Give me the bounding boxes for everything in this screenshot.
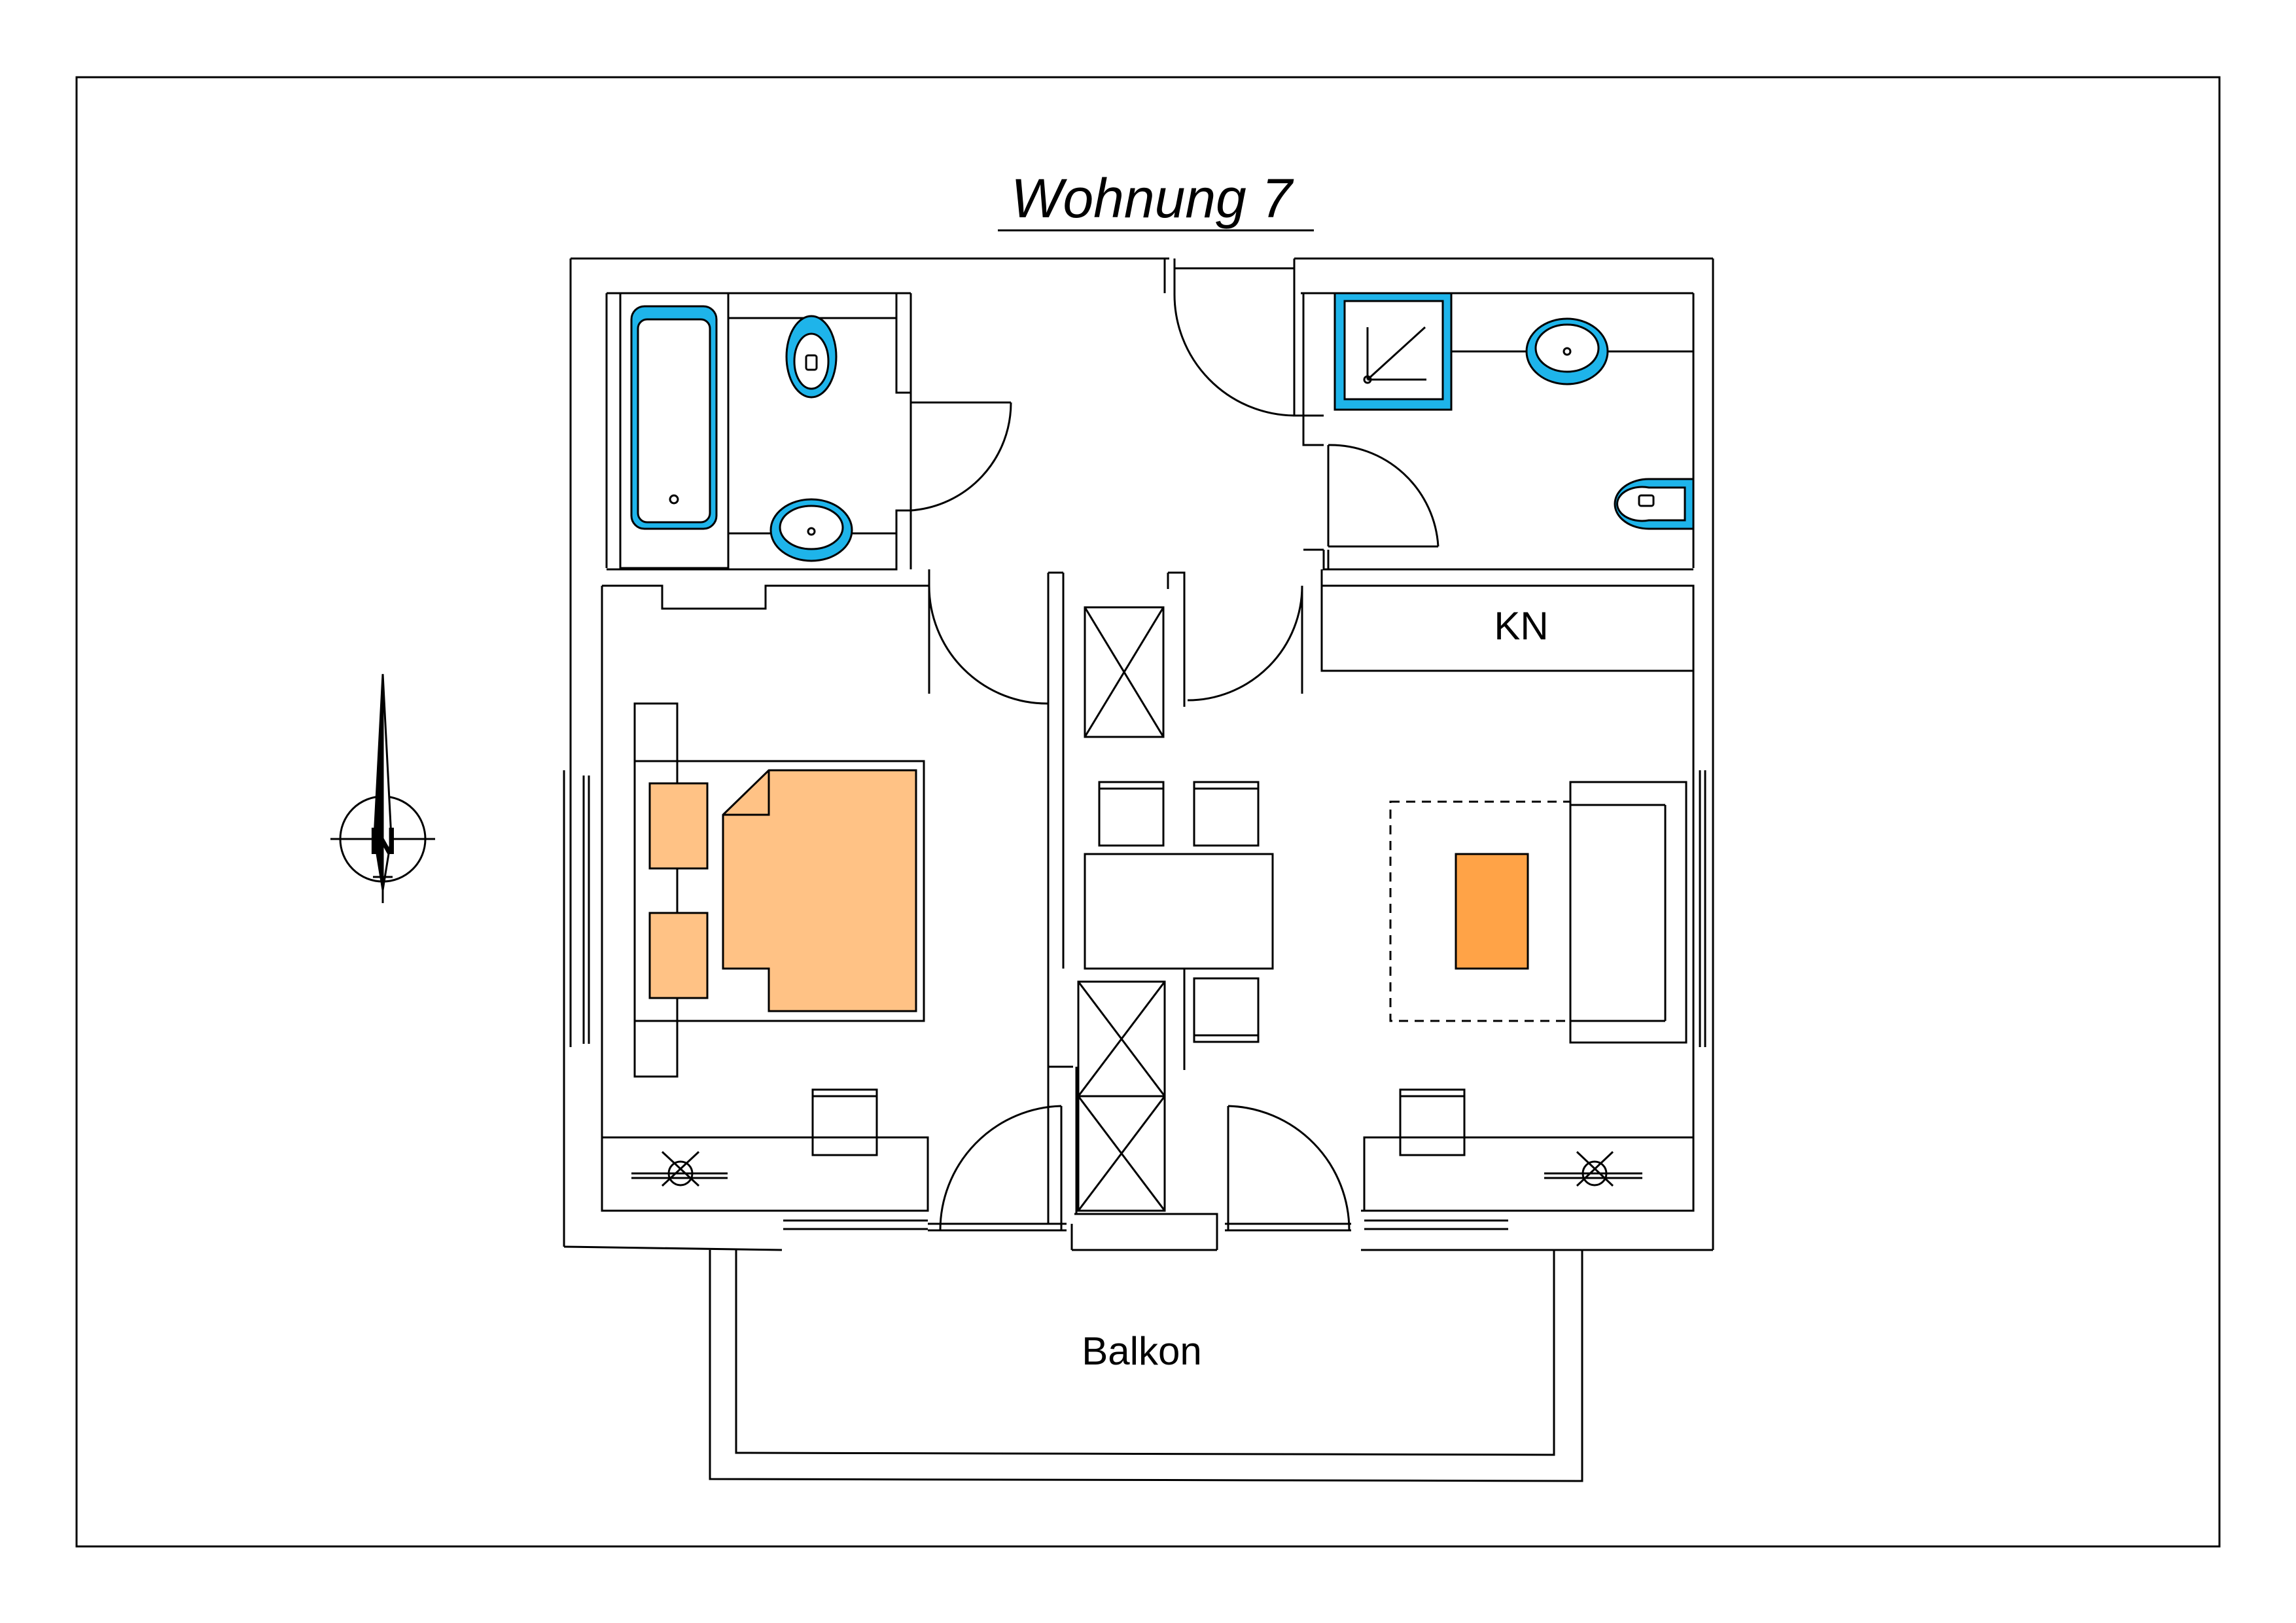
- bed-frame: [633, 760, 925, 1022]
- entrance-door: [1173, 259, 1296, 417]
- storage-label: KN: [1494, 604, 1548, 648]
- sheet-frame: [75, 76, 2221, 1548]
- toilet-icon: [1614, 478, 1695, 530]
- nightstand-bottom: [648, 912, 709, 999]
- outer-walls: [563, 257, 1714, 1251]
- north-arrow-icon: N: [330, 673, 435, 903]
- nightstand-top: [648, 782, 709, 870]
- dining-chair: [1098, 781, 1165, 847]
- north-label: N: [369, 820, 397, 863]
- right-bathroom: [1333, 292, 1695, 530]
- doors: [910, 259, 1439, 1231]
- balcony: [709, 1250, 1583, 1482]
- living-door: [1187, 585, 1303, 702]
- balcony-door-left: [939, 1105, 1063, 1231]
- dining-chair: [1193, 977, 1260, 1043]
- dining-chair: [1193, 781, 1260, 847]
- coffee-table: [1455, 853, 1529, 970]
- storage-box: [1320, 584, 1695, 672]
- lamp-icon: [1544, 1150, 1642, 1187]
- desk: [1363, 1136, 1695, 1212]
- washbasin-icon: [769, 498, 853, 562]
- bathtub-icon: [630, 305, 718, 530]
- bathroom-right-door: [1327, 444, 1439, 547]
- windows: [569, 770, 1706, 1230]
- balcony-door-right: [1227, 1105, 1351, 1231]
- dining-area: [1084, 781, 1274, 1043]
- shafts: [1077, 606, 1166, 1212]
- bathroom-left-door: [910, 401, 1012, 512]
- bedroom-door: [928, 585, 1049, 705]
- sofa: [1569, 781, 1687, 1044]
- sanitary-strip: [727, 292, 898, 319]
- balcony-label: Balkon: [1082, 1329, 1201, 1373]
- bed: [722, 769, 917, 1012]
- dining-table: [1084, 853, 1274, 970]
- plan-title: Wohnung 7: [1011, 168, 1294, 229]
- bathtub-niche: [619, 292, 730, 569]
- lamp-icon: [631, 1150, 728, 1187]
- washbasin-icon: [1525, 317, 1609, 385]
- interior-walls: [602, 259, 1693, 1250]
- left-bathroom: [619, 292, 898, 569]
- toilet-icon: [785, 315, 838, 399]
- bedroom: [601, 702, 929, 1212]
- living-room: [1363, 781, 1695, 1212]
- shower-icon: [1333, 292, 1453, 411]
